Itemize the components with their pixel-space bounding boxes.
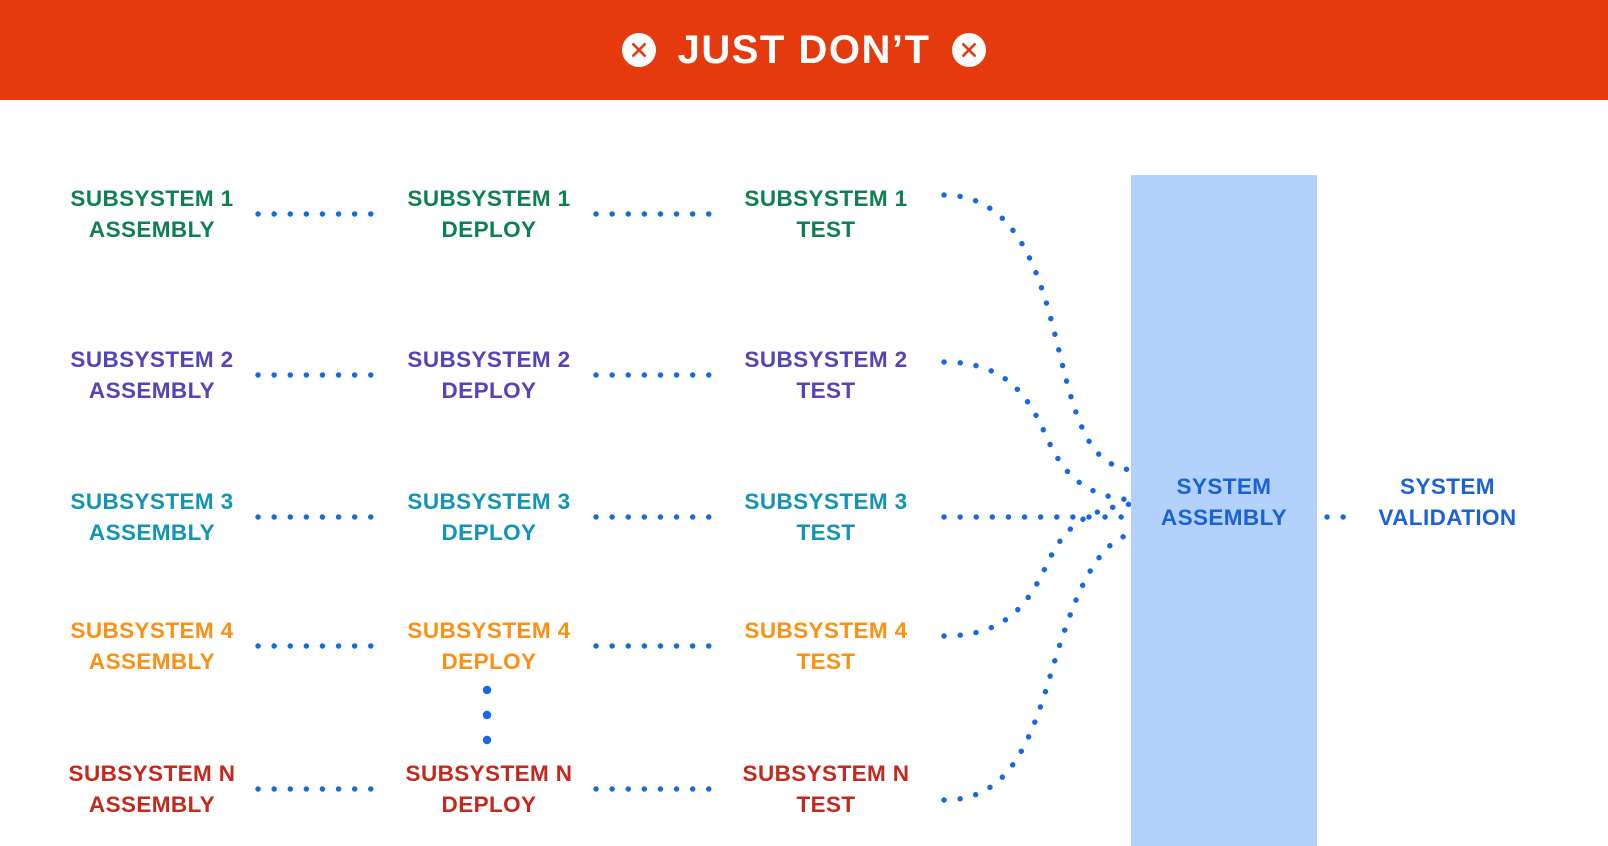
node-label-line2: TEST xyxy=(796,792,856,817)
x-circle-icon-right xyxy=(952,33,987,67)
connector-subsystem-n-test-to-system-assembly xyxy=(941,531,1134,803)
node-label-line2: DEPLOY xyxy=(441,520,537,545)
node-subsystem-n-deploy[interactable]: SUBSYSTEM N DEPLOY xyxy=(406,758,573,820)
node-subsystem-4-test[interactable]: SUBSYSTEM 4 TEST xyxy=(744,615,907,677)
node-label-line1: SUBSYSTEM 1 xyxy=(70,186,234,211)
system-assembly-line1: SYSTEM xyxy=(1176,474,1272,499)
node-label-line2: ASSEMBLY xyxy=(88,649,216,674)
x-circle-icon-left xyxy=(621,33,656,67)
connector-subsystem-2-test-to-system-assembly xyxy=(941,359,1134,503)
node-label-line2: ASSEMBLY xyxy=(88,520,216,545)
vertical-ellipsis xyxy=(482,685,492,745)
node-label-line2: DEPLOY xyxy=(441,649,537,674)
node-label-line2: DEPLOY xyxy=(441,217,537,242)
node-label-line2: DEPLOY xyxy=(441,378,537,403)
system-validation-line2: VALIDATION xyxy=(1378,505,1517,530)
node-label-line1: SUBSYSTEM 2 xyxy=(70,347,234,372)
node-label-line1: SUBSYSTEM 2 xyxy=(744,347,908,372)
node-label-line1: SUBSYSTEM 1 xyxy=(407,186,571,211)
node-label-line1: SUBSYSTEM 4 xyxy=(407,618,571,643)
node-label-line1: SUBSYSTEM 4 xyxy=(70,618,234,643)
node-subsystem-3-test[interactable]: SUBSYSTEM 3 TEST xyxy=(744,486,907,548)
system-assembly-block xyxy=(1131,175,1317,846)
node-label-line2: TEST xyxy=(796,378,856,403)
node-subsystem-2-assembly[interactable]: SUBSYSTEM 2 ASSEMBLY xyxy=(70,344,233,406)
node-label-line1: SUBSYSTEM 4 xyxy=(744,618,908,643)
node-label-line1: SUBSYSTEM N xyxy=(405,761,573,786)
system-validation-line1: SYSTEM xyxy=(1400,474,1495,499)
node-label-line1: SUBSYSTEM 3 xyxy=(407,489,571,514)
node-subsystem-1-deploy[interactable]: SUBSYSTEM 1 DEPLOY xyxy=(407,183,570,245)
node-label-line1: SUBSYSTEM 1 xyxy=(744,186,908,211)
node-label-line2: TEST xyxy=(796,649,856,674)
connector-subsystem-4-test-to-system-assembly xyxy=(941,501,1134,639)
node-subsystem-3-deploy[interactable]: SUBSYSTEM 3 DEPLOY xyxy=(407,486,570,548)
system-assembly-line2: ASSEMBLY xyxy=(1160,505,1288,530)
node-subsystem-2-deploy[interactable]: SUBSYSTEM 2 DEPLOY xyxy=(407,344,570,406)
node-subsystem-n-assembly[interactable]: SUBSYSTEM N ASSEMBLY xyxy=(69,758,236,820)
banner: JUST DON’T xyxy=(0,0,1608,100)
banner-title: JUST DON’T xyxy=(677,28,931,72)
node-subsystem-4-deploy[interactable]: SUBSYSTEM 4 DEPLOY xyxy=(407,615,570,677)
system-validation-label: SYSTEM VALIDATION xyxy=(1355,471,1540,533)
node-subsystem-1-assembly[interactable]: SUBSYSTEM 1 ASSEMBLY xyxy=(70,183,233,245)
connector-subsystem-1-test-to-system-assembly xyxy=(941,192,1134,473)
node-label-line2: TEST xyxy=(796,520,856,545)
node-label-line2: ASSEMBLY xyxy=(88,792,216,817)
node-label-line1: SUBSYSTEM 2 xyxy=(407,347,571,372)
node-subsystem-1-test[interactable]: SUBSYSTEM 1 TEST xyxy=(744,183,907,245)
node-label-line1: SUBSYSTEM N xyxy=(68,761,236,786)
node-label-line2: TEST xyxy=(796,217,856,242)
node-label-line1: SUBSYSTEM 3 xyxy=(70,489,234,514)
node-label-line2: ASSEMBLY xyxy=(88,378,216,403)
ellipsis-dot-3 xyxy=(482,735,492,745)
node-label-line2: DEPLOY xyxy=(441,792,537,817)
ellipsis-dot-1 xyxy=(482,685,492,695)
node-label-line1: SUBSYSTEM 3 xyxy=(744,489,908,514)
node-subsystem-4-assembly[interactable]: SUBSYSTEM 4 ASSEMBLY xyxy=(70,615,233,677)
ellipsis-dot-2 xyxy=(482,710,492,720)
system-assembly-label: SYSTEM ASSEMBLY xyxy=(1131,471,1317,533)
node-subsystem-n-test[interactable]: SUBSYSTEM N TEST xyxy=(743,758,910,820)
node-label-line2: ASSEMBLY xyxy=(88,217,216,242)
node-subsystem-3-assembly[interactable]: SUBSYSTEM 3 ASSEMBLY xyxy=(70,486,233,548)
node-subsystem-2-test[interactable]: SUBSYSTEM 2 TEST xyxy=(744,344,907,406)
node-label-line1: SUBSYSTEM N xyxy=(742,761,910,786)
